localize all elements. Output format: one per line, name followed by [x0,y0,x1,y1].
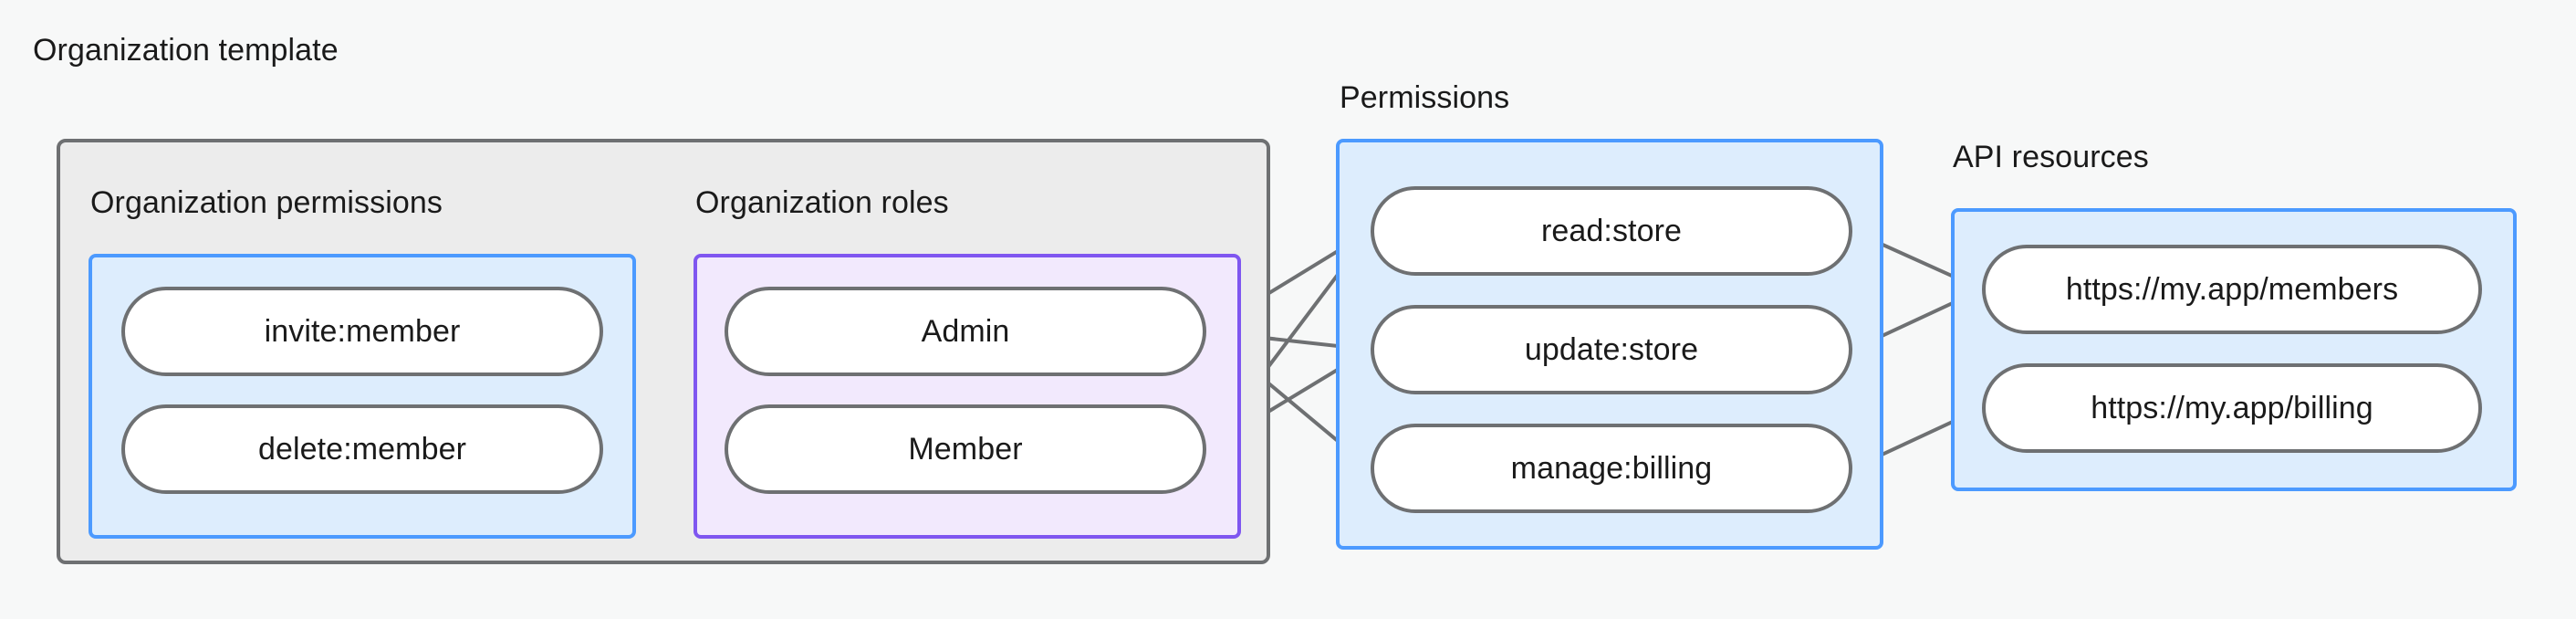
node-label-delete-member: delete:member [257,431,467,467]
node-label-update-store: update:store [1524,331,1699,367]
node-label-member: Member [908,431,1023,467]
group-label-organization-permissions: Organization permissions [90,185,443,220]
node-members-url[interactable]: https://my.app/members [1982,245,2482,334]
node-label-admin: Admin [921,313,1010,349]
node-invite-member[interactable]: invite:member [121,287,603,376]
node-label-read-store: read:store [1540,213,1683,248]
group-label-organization-roles: Organization roles [695,185,949,220]
node-delete-member[interactable]: delete:member [121,404,603,494]
node-manage-billing[interactable]: manage:billing [1371,424,1852,513]
node-label-billing-url: https://my.app/billing [2091,390,2373,425]
group-label-permissions: Permissions [1340,80,1510,115]
node-billing-url[interactable]: https://my.app/billing [1982,363,2482,453]
node-label-manage-billing: manage:billing [1510,450,1713,486]
node-member[interactable]: Member [725,404,1206,494]
node-label-members-url: https://my.app/members [2065,271,2399,307]
group-label-organization-template: Organization template [33,33,339,68]
node-read-store[interactable]: read:store [1371,186,1852,276]
node-admin[interactable]: Admin [725,287,1206,376]
group-label-api-resources: API resources [1953,140,2149,174]
node-label-invite-member: invite:member [264,313,461,349]
node-update-store[interactable]: update:store [1371,305,1852,394]
